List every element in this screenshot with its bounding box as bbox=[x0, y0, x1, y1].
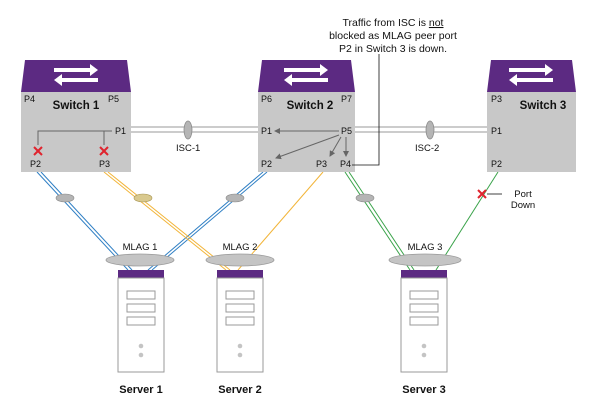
server-3-bay bbox=[409, 303, 439, 313]
switch-3-port-p1: P1 bbox=[491, 126, 502, 136]
switch-1-port-p4: P4 bbox=[24, 94, 35, 104]
annotation-line-3: P2 in Switch 3 is down. bbox=[339, 43, 447, 55]
yellow-link-s2-srv2 bbox=[237, 171, 324, 271]
switch-3-port-p3: P3 bbox=[491, 94, 502, 104]
mlag-1-oval bbox=[105, 253, 175, 267]
green-link-s2-srv3-b bbox=[348, 171, 415, 271]
green-bundle-oval bbox=[355, 193, 375, 203]
server-3-bay bbox=[409, 290, 439, 300]
switch-1-port-p5: P5 bbox=[108, 94, 119, 104]
server-2-bay bbox=[225, 303, 255, 313]
server-1-led bbox=[138, 352, 144, 358]
switch-2-port-p5: P5 bbox=[341, 126, 352, 136]
switch-1-internal-path bbox=[37, 130, 112, 145]
blue-link-s2-srv1-b bbox=[151, 171, 268, 271]
annotation-line-1-text: Traffic from ISC is bbox=[343, 17, 426, 29]
server-2-led bbox=[237, 343, 243, 349]
switch-2-port-p6: P6 bbox=[261, 94, 272, 104]
green-link-s3-srv3 bbox=[435, 171, 499, 271]
server-3-led bbox=[421, 352, 427, 358]
server-2-bay bbox=[225, 290, 255, 300]
blue-bundle-oval-1 bbox=[55, 193, 75, 203]
isc-2-oval bbox=[425, 120, 435, 140]
switch-2-port-p2: P2 bbox=[261, 159, 272, 169]
switch-1-port-p2: P2 bbox=[30, 159, 41, 169]
switch-2-port-p1: P1 bbox=[261, 126, 272, 136]
isc-2-label: ISC-2 bbox=[415, 143, 439, 154]
blue-link-s2-srv1-a bbox=[147, 171, 264, 271]
annotation-line-2: blocked as MLAG peer port bbox=[329, 30, 457, 42]
switch-2-arrow-to-p3 bbox=[329, 136, 342, 157]
mlag-3-oval bbox=[388, 253, 462, 267]
switch-3[interactable]: Switch 3 P3 P1 P2 bbox=[487, 60, 576, 172]
mlag-3-label: MLAG 3 bbox=[408, 242, 443, 253]
switch-2-label: Switch 2 bbox=[287, 100, 334, 112]
isc-1-label: ISC-1 bbox=[176, 143, 200, 154]
blue-link-s1-srv1-a bbox=[36, 171, 129, 271]
switch-3-port-p2: P2 bbox=[491, 159, 502, 169]
link-bundle-ovals bbox=[55, 120, 435, 203]
port-down-label-2: Down bbox=[511, 200, 535, 211]
server-2[interactable]: Server 2 bbox=[216, 270, 264, 396]
switch-3-body bbox=[487, 92, 576, 172]
switch-1-label: Switch 1 bbox=[53, 100, 100, 112]
server-3-led bbox=[421, 343, 427, 349]
yellow-link-s1-srv2-a bbox=[103, 171, 227, 271]
server-3[interactable]: Server 3 bbox=[400, 270, 448, 396]
port-down-label-1: Port bbox=[514, 189, 532, 200]
annotation-line-1: Traffic from ISC is not bbox=[343, 17, 444, 29]
links bbox=[36, 126, 499, 271]
port-down-marker: Port Down bbox=[477, 189, 535, 211]
switch-2-arrow-to-p2 bbox=[275, 134, 340, 160]
server-3-bay bbox=[409, 316, 439, 326]
mlag-2-label: MLAG 2 bbox=[223, 242, 258, 253]
switch-2-port-p3: P3 bbox=[316, 159, 327, 169]
server-2-led bbox=[237, 352, 243, 358]
switch-1[interactable]: Switch 1 P4 P5 P1 P2 P3 bbox=[21, 60, 131, 172]
blue-bundle-oval-2 bbox=[225, 193, 245, 203]
mlag-groups: MLAG 1 MLAG 2 MLAG 3 bbox=[105, 242, 462, 267]
server-1-bay bbox=[126, 316, 156, 326]
green-link-s2-srv3-a bbox=[344, 171, 411, 271]
server-1-bay bbox=[126, 303, 156, 313]
annotation-callout: Traffic from ISC is not blocked as MLAG … bbox=[329, 17, 457, 166]
server-2-label: Server 2 bbox=[218, 384, 261, 396]
server-1-bay bbox=[126, 290, 156, 300]
server-1[interactable]: Server 1 bbox=[117, 270, 165, 396]
isc-1-oval bbox=[183, 120, 193, 140]
switch-2-port-p4: P4 bbox=[340, 159, 351, 169]
mlag-1-label: MLAG 1 bbox=[123, 242, 158, 253]
server-2-bay bbox=[225, 316, 255, 326]
server-1-label: Server 1 bbox=[119, 384, 162, 396]
switch-2-port-p7: P7 bbox=[341, 94, 352, 104]
annotation-line-1-emphasis: not bbox=[429, 17, 444, 29]
server-3-label: Server 3 bbox=[402, 384, 445, 396]
yellow-bundle-oval-1 bbox=[133, 193, 153, 203]
yellow-link-s1-srv2-b bbox=[107, 171, 231, 271]
switch-1-body bbox=[21, 92, 131, 172]
switch-1-port-p3: P3 bbox=[99, 159, 110, 169]
server-2-top bbox=[217, 270, 263, 278]
switch-3-label: Switch 3 bbox=[520, 100, 567, 112]
server-1-led bbox=[138, 343, 144, 349]
server-1-top bbox=[118, 270, 164, 278]
switch-1-port-p1: P1 bbox=[115, 126, 126, 136]
annotation-leader bbox=[352, 54, 380, 166]
blue-link-s1-srv1-b bbox=[40, 171, 133, 271]
mlag-2-oval bbox=[205, 253, 275, 267]
switch-2[interactable]: Switch 2 P6 P7 P1 P5 P2 P3 P4 bbox=[258, 60, 355, 172]
server-3-top bbox=[401, 270, 447, 278]
